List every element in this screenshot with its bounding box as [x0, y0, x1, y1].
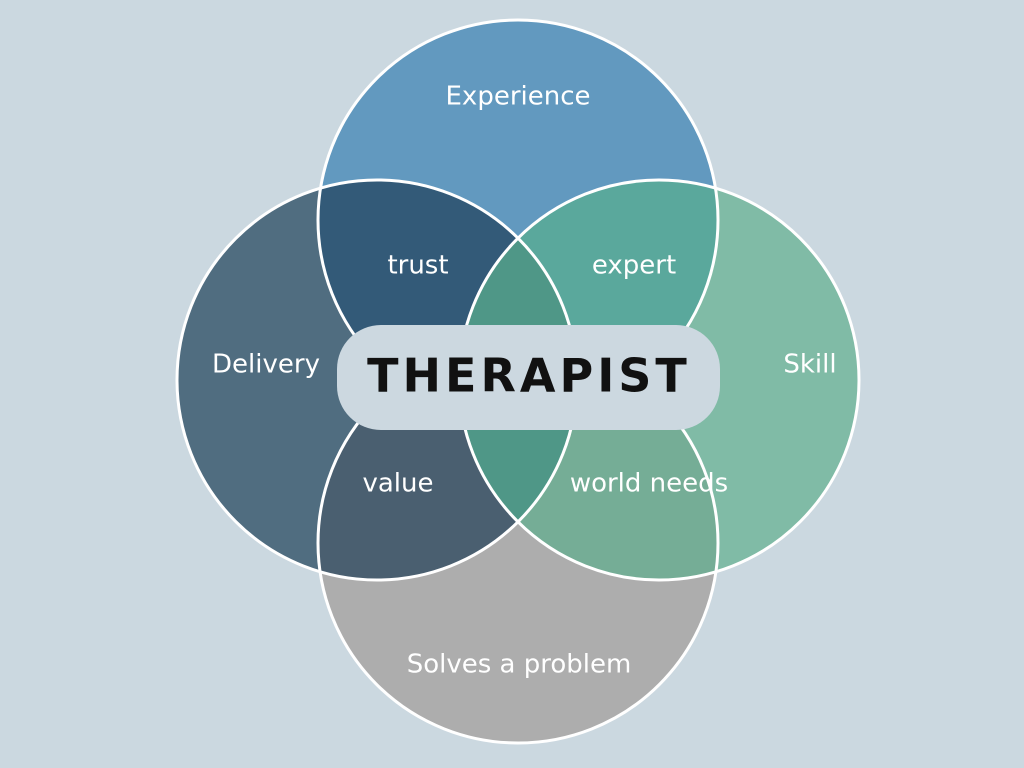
label-expert: expert [592, 251, 676, 281]
label-world-needs: world needs [570, 469, 728, 499]
label-experience: Experience [446, 82, 591, 112]
label-value: value [362, 469, 433, 499]
label-trust: trust [387, 251, 448, 281]
center-pill [337, 325, 720, 430]
label-skill: Skill [783, 350, 836, 380]
label-delivery: Delivery [212, 350, 320, 380]
center-title: THERAPIST [367, 349, 691, 403]
label-solves-a-problem: Solves a problem [407, 650, 632, 680]
